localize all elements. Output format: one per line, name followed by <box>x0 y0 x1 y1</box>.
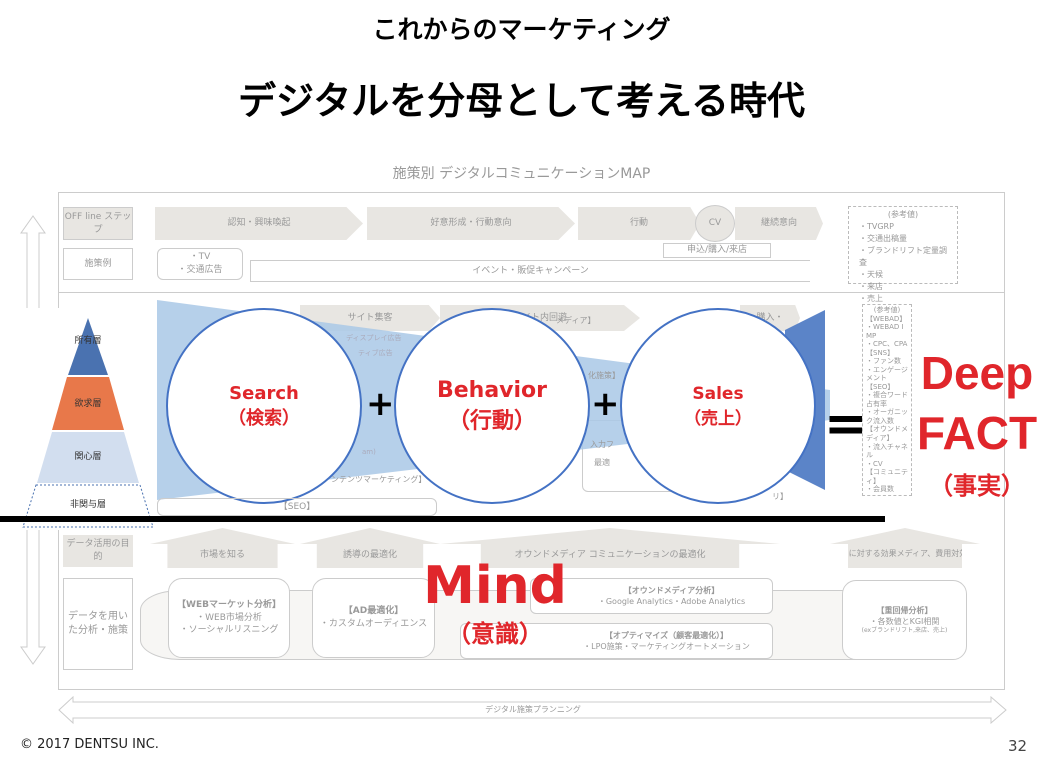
map-fragment: ディスプレイ広告 <box>346 334 402 342</box>
circle-sublabel: （売上） <box>684 408 752 429</box>
mind-label: Mind <box>423 556 567 616</box>
pyramid-layer-owned <box>68 318 108 375</box>
example-tv: ・TV <box>189 252 211 263</box>
reference-item: ・CPC、CPA <box>866 340 908 349</box>
reference-item: ・CV <box>866 459 883 468</box>
result-fact-jp: （事実） <box>929 472 1025 500</box>
analysis-item: ・各数値とKGI相関 <box>869 616 940 626</box>
analysis-item: (exブランドリフト,来店、売上) <box>861 626 948 634</box>
equals-sign: = <box>824 394 868 454</box>
pyramid-graphic <box>22 318 154 528</box>
map-fragment: 入力フ <box>590 440 614 449</box>
reference-item: ・来店 <box>859 282 883 291</box>
analysis-optimize: 【オプティマイズ（顧客最適化）】・LPO施策・マーケティングオートメーション <box>460 623 773 659</box>
analysis-web-market: 【WEBマーケット分析】・WEB市場分析・ソーシャルリスニング <box>168 578 290 658</box>
circle-sublabel: （検索） <box>228 407 300 429</box>
analysis-title: 【オプティマイズ（顧客最適化）】 <box>604 630 729 640</box>
analysis-ad: 【AD最適化】・カスタムオーディエンス <box>312 578 435 658</box>
map-title: 施策別 デジタルコミュニケーションMAP <box>392 166 651 182</box>
reference-item: 【WEBAD】 <box>866 314 907 323</box>
horizontal-double-arrow-icon <box>58 696 1007 724</box>
planning-label: デジタル施策プランニング <box>485 705 581 715</box>
reference-box-offline: (参考値) ・TVGRP ・交通出稿量 ・ブランドリフト定量調査 ・天候 ・来店… <box>848 206 958 303</box>
row-label-data-purpose: データ活用の目的 <box>63 535 133 567</box>
plus-sign: + <box>591 384 620 424</box>
analysis-item: ・LPO施策・マーケティングオートメーション <box>583 642 750 651</box>
map-fragment: 化施策】 <box>588 371 620 380</box>
map-fragment: 最適 <box>594 458 610 467</box>
analysis-item: ・カスタムオーディエンス <box>319 619 428 629</box>
reference-item: ・会員数 <box>866 485 894 494</box>
mind-label-jp: （意識） <box>447 620 543 648</box>
analysis-title: 【重回帰分析】 <box>876 605 933 615</box>
pyramid-label: 関心層 <box>74 452 102 462</box>
result-deep: Deep <box>920 347 1034 399</box>
analysis-title: 【オウンドメディア分析】 <box>623 585 720 595</box>
map-fragment: ティブ広告 <box>358 349 393 357</box>
circle-label: Search <box>229 382 299 404</box>
map-fragment: ンテンツマーケティング】 <box>331 475 427 484</box>
pyramid-label: 欲求層 <box>74 399 102 409</box>
copyright: © 2017 DENTSU INC. <box>20 737 159 752</box>
example-tv-box: ・TV ・交通広告 <box>157 248 243 280</box>
step-awareness: 認知・興味喚起 <box>155 207 363 240</box>
reference-item: ・売上 <box>859 294 883 303</box>
pyramid-layer-desire <box>52 377 124 430</box>
circle-sales: Sales （売上） <box>620 308 816 504</box>
map-divider <box>58 292 1005 293</box>
reference-item: ・オーガニック流入数 <box>866 408 908 425</box>
step-preference: 好意形成・行動意向 <box>367 207 575 240</box>
result-fact: FACT <box>916 407 1038 459</box>
row-label-data-analysis: データを用いた分析・施策 <box>63 578 133 670</box>
page-number: 32 <box>1008 737 1028 755</box>
circle-label: Sales <box>692 383 744 404</box>
step-cv: CV <box>695 205 735 242</box>
analysis-regression: 【重回帰分析】・各数値とKGI相関(exブランドリフト,来店、売上) <box>842 580 967 660</box>
analysis-item: ・ソーシャルリスニング <box>179 625 279 636</box>
reference-item: ・複合ワード占有率 <box>866 391 908 408</box>
separator-line <box>0 516 885 522</box>
example-conversion: 申込/購入/来店 <box>663 243 771 258</box>
step-retention: 継続意向 <box>735 207 823 240</box>
reference-item: ・交通出稿量 <box>859 234 907 243</box>
circle-behavior: Behavior （行動） <box>394 308 590 504</box>
map-fragment: メディア】 <box>556 316 596 325</box>
reference-item: ・天候 <box>859 270 883 279</box>
analysis-item: ・WEB市場分析 <box>196 612 262 623</box>
reference-item: ・エンゲージメント <box>866 365 908 383</box>
analysis-title: 【WEBマーケット分析】 <box>177 600 281 611</box>
reference-item: 【コミュニティ】 <box>866 468 908 485</box>
circle-label: Behavior <box>436 377 548 403</box>
reference-item: ・ファン数 <box>866 357 901 366</box>
pyramid-layer-interest <box>37 432 139 483</box>
reference-item: 【SEO】 <box>866 382 895 391</box>
analysis-item: ・Google Analytics・Adobe Analytics <box>597 597 746 606</box>
row-label-offline-step: OFF line ステップ <box>63 207 133 240</box>
example-event: イベント・販促キャンペーン <box>250 260 810 282</box>
slide-supertitle: これからのマーケティング <box>372 15 671 44</box>
step-action: 行動 <box>578 207 700 240</box>
plus-sign: + <box>366 384 395 424</box>
reference-item: ・流入チャネル <box>866 442 908 460</box>
reference-item: ・ブランドリフト定量調査 <box>859 246 947 267</box>
example-transit: ・交通広告 <box>177 265 223 275</box>
row-label-examples: 施策例 <box>63 248 133 280</box>
reference-label: (参考値) <box>873 306 901 314</box>
reference-box-online: (参考値) 【WEBAD】 ・WEBAD IMP ・CPC、CPA 【SNS】 … <box>862 304 912 496</box>
analysis-owned-media: 【オウンドメディア分析】・Google Analytics・Adobe Anal… <box>530 578 773 614</box>
map-fragment: 【SEO】 <box>157 498 437 516</box>
map-fragment: リ】 <box>772 492 788 501</box>
pyramid-label: 非関与層 <box>69 500 106 510</box>
analysis-title: 【AD最適化】 <box>343 606 404 617</box>
pyramid-label: 所有層 <box>74 336 102 346</box>
reference-item: ・WEBAD IMP <box>866 323 904 340</box>
slide-title: デジタルを分母として考える時代 <box>238 79 805 123</box>
circle-search: Search （検索） <box>166 308 362 504</box>
reference-item: 【SNS】 <box>866 348 895 357</box>
reference-item: 【オウンドメディア】 <box>866 425 908 442</box>
map-fragment: am) <box>362 448 376 456</box>
reference-item: ・TVGRP <box>859 222 894 231</box>
reference-label: (参考値) <box>887 210 919 219</box>
circle-sublabel: （行動） <box>447 408 536 434</box>
